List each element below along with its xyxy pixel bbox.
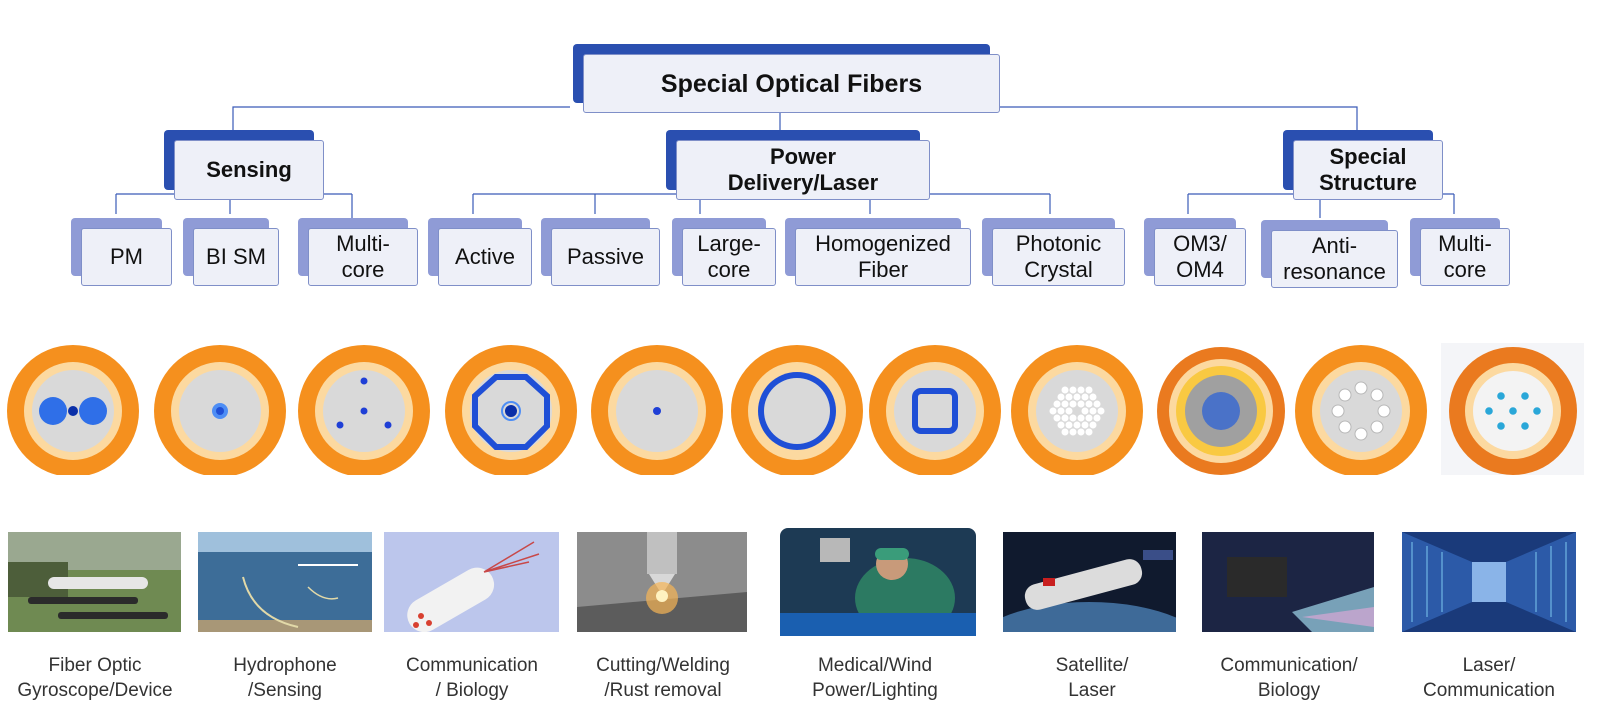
photonic-crystal-fiber	[1011, 345, 1143, 475]
leaf-node-label: Multi- core	[1420, 228, 1510, 286]
leaf-node-active: Active	[428, 218, 532, 286]
pm-fiber	[7, 345, 139, 475]
gyroscope-device-photo	[8, 532, 181, 632]
leaf-node-label: Passive	[551, 228, 660, 286]
root-node-label: Special Optical Fibers	[583, 54, 1000, 113]
application-caption: Communication / Biology	[406, 655, 538, 701]
satellite-photo	[1003, 532, 1176, 632]
bi-sm-fiber	[154, 345, 286, 475]
leaf-node-label: Homogenized Fiber	[795, 228, 971, 286]
leaf-node-label: BI SM	[193, 228, 279, 286]
data-center-photo	[1402, 532, 1576, 632]
group-node-power-delivery-laser: Power Delivery/Laser	[666, 130, 930, 200]
leaf-node-bi-sm: BI SM	[183, 218, 279, 286]
leaf-node-large-core: Large- core	[672, 218, 776, 286]
om3-om4-fiber	[1157, 347, 1285, 475]
structure-multicore-fiber	[1441, 343, 1584, 475]
leaf-node-anti-resonance: Anti- resonance	[1261, 220, 1398, 288]
application-caption: Cutting/Welding /Rust removal	[596, 655, 730, 701]
leaf-node-passive: Passive	[541, 218, 660, 286]
application-caption: Medical/Wind Power/Lighting	[812, 655, 938, 701]
leaf-node-label: Photonic Crystal	[992, 228, 1125, 286]
application-caption: Hydrophone /Sensing	[233, 655, 337, 701]
group-node-label: Power Delivery/Laser	[676, 140, 930, 200]
leaf-node-label: Active	[438, 228, 532, 286]
group-node-label: Sensing	[174, 140, 324, 200]
leaf-node-structure-multicore: Multi- core	[1410, 218, 1510, 286]
leaf-node-label: Large- core	[682, 228, 776, 286]
leaf-node-sensing-multicore: Multi- core	[298, 218, 418, 286]
leaf-node-om3-om4: OM3/ OM4	[1144, 218, 1246, 286]
application-caption: Communication/ Biology	[1220, 655, 1358, 701]
biology-diagram-photo	[384, 532, 559, 632]
laser-device-photo	[1202, 532, 1374, 632]
hydrophone-photo	[198, 532, 372, 632]
fiber-cross-sections	[7, 343, 1584, 475]
passive-fiber	[591, 345, 723, 475]
root-node: Special Optical Fibers	[573, 44, 1000, 113]
leaf-node-label: Multi- core	[308, 228, 418, 286]
application-caption: Satellite/ Laser	[1055, 655, 1129, 701]
leaf-node-label: OM3/ OM4	[1154, 228, 1246, 286]
leaf-node-homogenized-fiber: Homogenized Fiber	[785, 218, 971, 286]
active-fiber	[445, 345, 577, 475]
application-caption: Laser/ Communication	[1423, 655, 1555, 701]
leaf-node-pm: PM	[71, 218, 172, 286]
surgeon-photo	[780, 528, 976, 636]
large-core-fiber	[731, 345, 863, 475]
leaf-node-label: Anti- resonance	[1271, 230, 1398, 288]
homogenized-fiber	[869, 345, 1001, 475]
leaf-node-photonic-crystal: Photonic Crystal	[982, 218, 1125, 286]
application-caption: Fiber Optic Gyroscope/Device	[17, 655, 173, 701]
group-node-sensing: Sensing	[164, 130, 324, 200]
sensing-multicore-fiber	[298, 345, 430, 475]
leaf-node-label: PM	[81, 228, 172, 286]
laser-cutting-photo	[577, 532, 747, 632]
anti-resonance-fiber	[1295, 345, 1427, 475]
group-node-special-structure: Special Structure	[1283, 130, 1443, 200]
group-node-label: Special Structure	[1293, 140, 1443, 200]
